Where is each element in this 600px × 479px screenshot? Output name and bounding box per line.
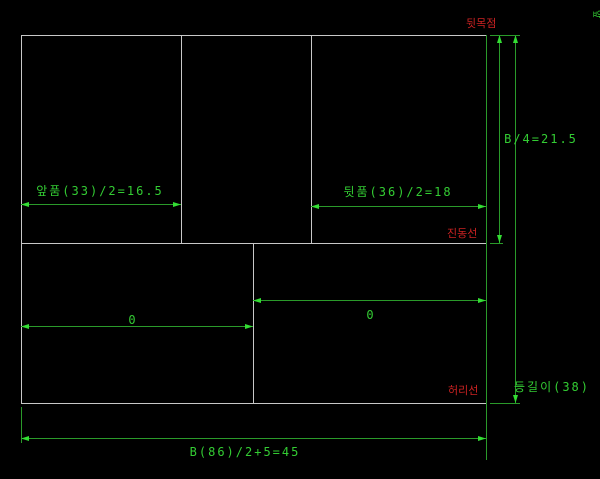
waist-line-label: 허리선: [448, 384, 478, 397]
lower-left-dimension: 0: [128, 313, 137, 327]
dimension-lines: [21, 35, 520, 460]
pattern-outline: [21, 35, 487, 404]
back-neck-point-label: 뒷목점: [466, 17, 496, 30]
corner-mark: 앞: [591, 10, 600, 20]
total-width-dimension: B(86)/2+5=45: [190, 445, 301, 459]
armhole-line-label: 진동선: [447, 227, 477, 240]
back-length-dimension: 등길이(38): [514, 380, 590, 394]
back-width-dimension: 뒷품(36)/2=18: [343, 185, 452, 199]
front-width-dimension: 앞품(33)/2=16.5: [36, 184, 164, 198]
bust-quarter-dimension: B/4=21.5: [504, 132, 578, 146]
lower-right-dimension: 0: [366, 308, 375, 322]
